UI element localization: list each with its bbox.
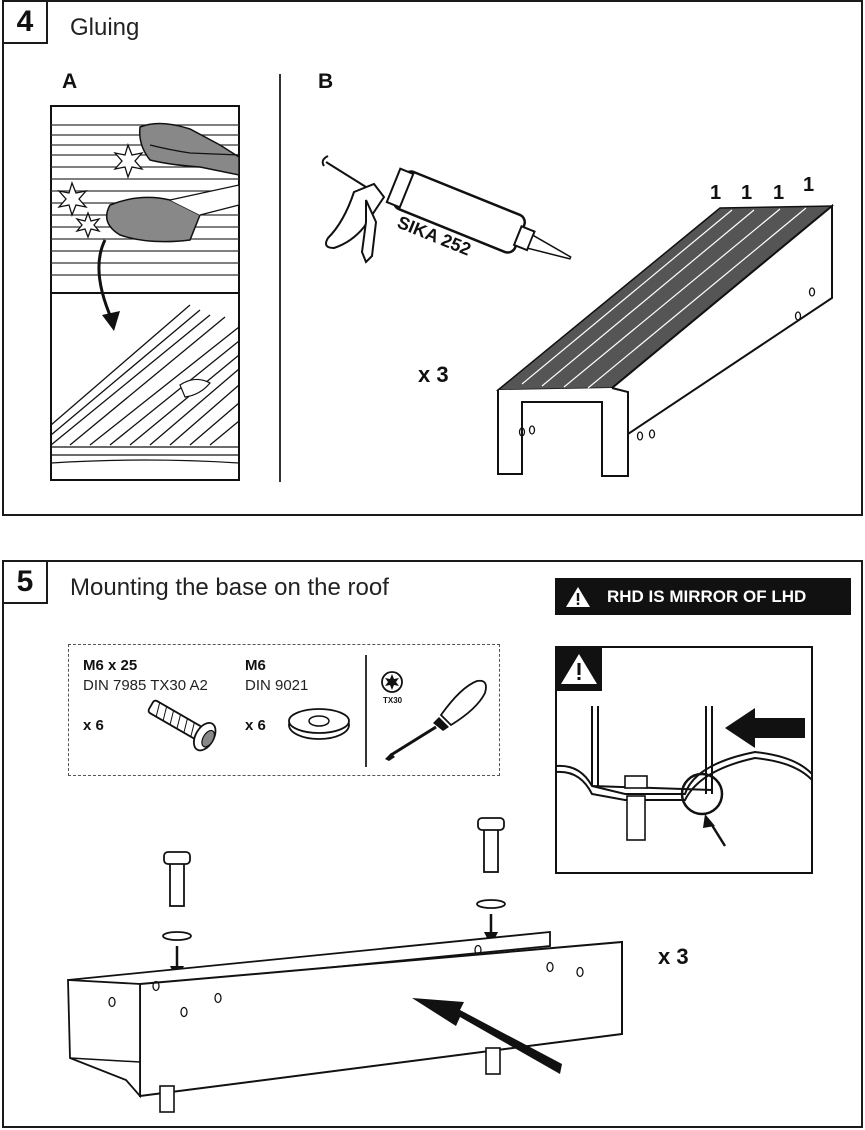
caulking-gun-icon (321, 155, 572, 264)
torx-bit-icon (381, 671, 403, 693)
step-number: 4 (2, 0, 48, 44)
channel-mark: 1 (773, 182, 785, 204)
channel-mark: 1 (710, 182, 722, 204)
step-5-quantity: x 3 (658, 944, 689, 969)
channel-mark: 1 (803, 174, 815, 196)
part-spec: DIN 7985 TX30 A2 (83, 677, 208, 694)
part-quantity: x 6 (83, 717, 104, 734)
part-spec: DIN 9021 (245, 677, 309, 694)
part-name: M6 x 25 (83, 657, 138, 674)
warning-triangle-icon (566, 586, 590, 607)
sub-step-label-b: B (318, 70, 334, 93)
channel-mark: 1 (741, 182, 753, 204)
sub-step-label-a: A (62, 70, 78, 93)
part-name: M6 (245, 657, 266, 674)
column-divider (279, 74, 281, 482)
roof-base-illustration (67, 817, 623, 1113)
base-profile-illustration (495, 203, 835, 477)
warning-text: RHD IS MIRROR OF LHD (607, 586, 807, 606)
washer-icon (288, 708, 350, 740)
parts-divider (365, 655, 367, 767)
step-5-panel: 5 Mounting the base on the roof RHD IS M… (2, 560, 863, 1128)
bolt-icon (147, 699, 217, 752)
step-4-panel: 4 Gluing A B (2, 0, 863, 516)
parts-list: M6 x 25 DIN 7985 TX30 A2 x 6 M6 DIN 9021… (68, 644, 500, 776)
cleaning-illustration (50, 105, 240, 481)
mirror-warning-banner: RHD IS MIRROR OF LHD (555, 578, 851, 615)
part-quantity: x 6 (245, 717, 266, 734)
step-number: 5 (2, 560, 48, 604)
mirror-detail-illustration (555, 646, 813, 874)
step-title: Mounting the base on the roof (70, 574, 389, 601)
step-4-quantity: x 3 (418, 362, 449, 387)
screwdriver-icon (385, 679, 487, 761)
step-title: Gluing (70, 14, 140, 41)
tool-label: TX30 (383, 696, 403, 705)
